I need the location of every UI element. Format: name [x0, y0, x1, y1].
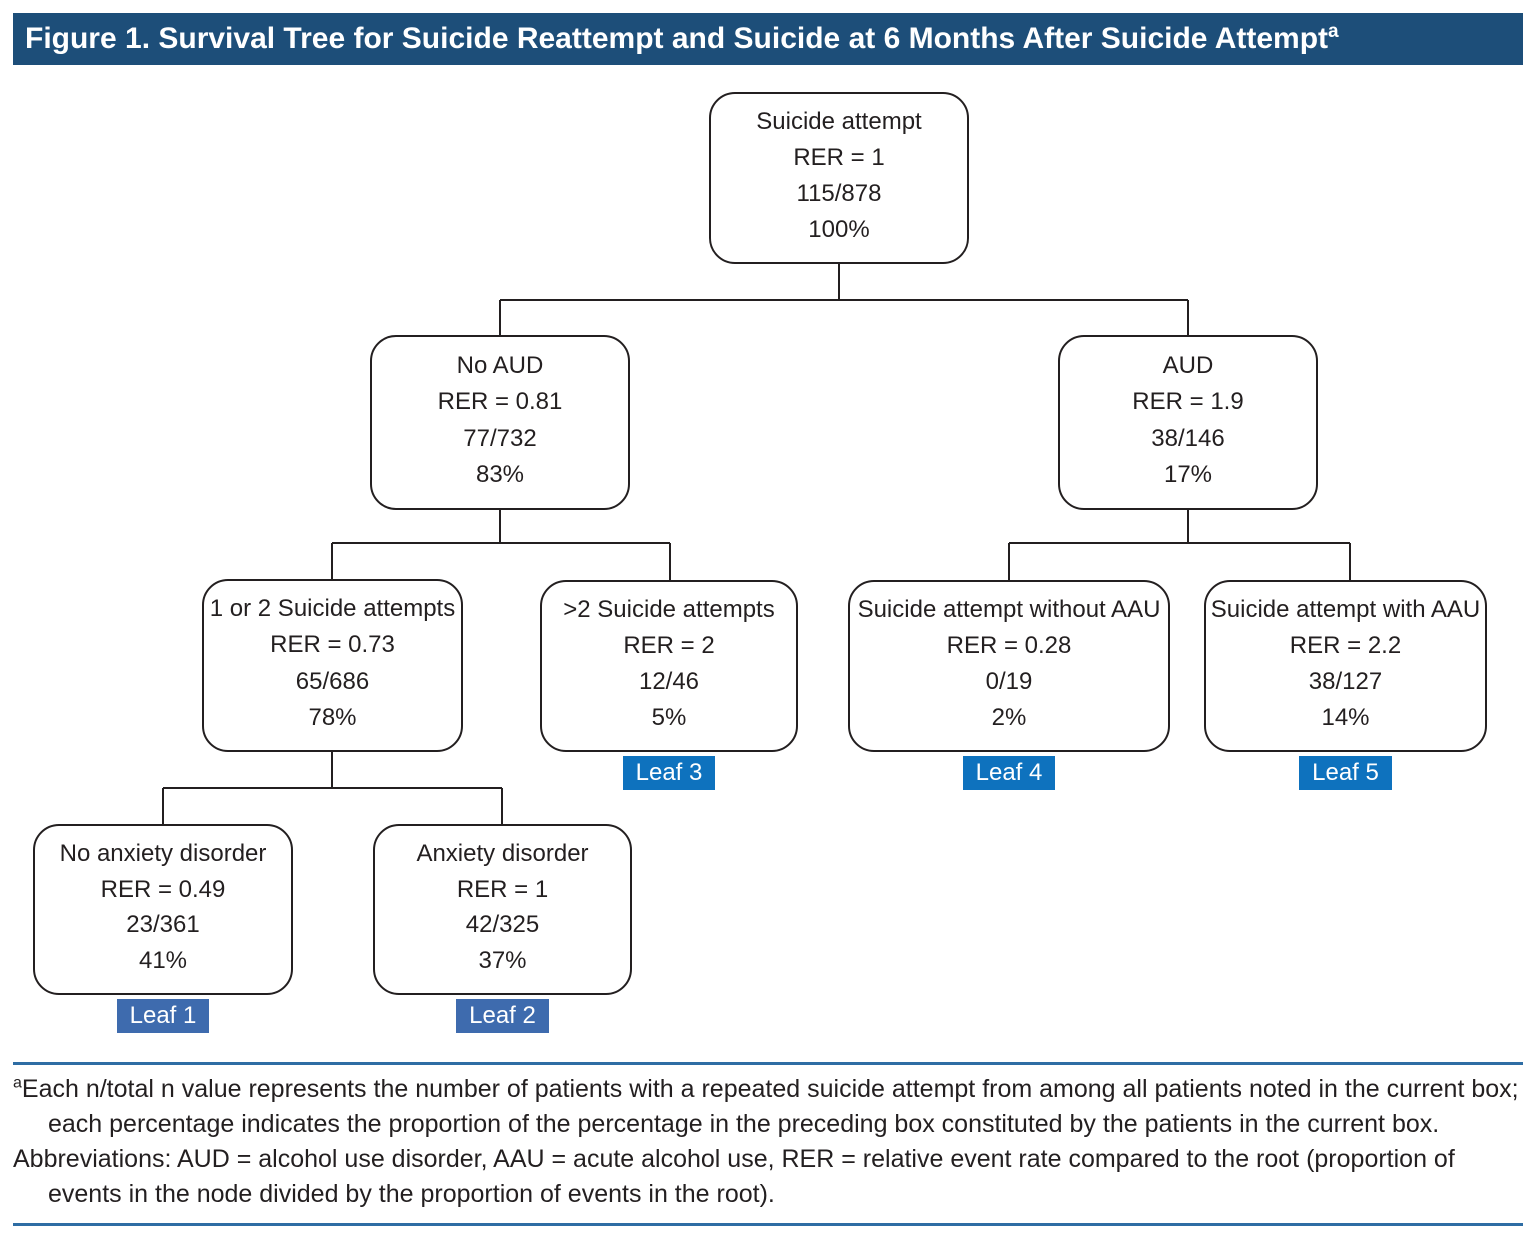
tree-node-no-anxiety: No anxiety disorder RER = 0.49 23/361 41…: [33, 824, 293, 1033]
leaf-badge-1: Leaf 1: [116, 999, 210, 1033]
node-label: >2 Suicide attempts: [563, 596, 775, 623]
node-percent: 41%: [138, 947, 188, 975]
node-fraction: 77/732: [463, 424, 537, 452]
node-rer: RER = 2.2: [1289, 632, 1402, 659]
node-label: Suicide attempt with AAU: [1210, 596, 1481, 623]
node-fraction: 38/146: [1151, 424, 1225, 452]
node-box: Anxiety disorder RER = 1 42/325 37%: [373, 824, 632, 995]
node-rer: RER = 0.49: [100, 875, 226, 903]
tree-node-aud: AUD RER = 1.9 38/146 17%: [1058, 335, 1318, 510]
node-label: Suicide attempt without AAU: [857, 596, 1161, 623]
node-percent: 5%: [651, 704, 687, 731]
node-label: Suicide attempt: [756, 108, 922, 135]
figure-bottom-rule: [13, 1223, 1523, 1226]
footnote-a-text: Each n/total n value represents the numb…: [21, 1075, 1519, 1138]
node-label: No anxiety disorder: [59, 839, 267, 867]
node-box: No anxiety disorder RER = 0.49 23/361 41…: [33, 824, 293, 995]
node-box: No AUD RER = 0.81 77/732 83%: [370, 335, 630, 510]
node-rer: RER = 0.73: [270, 631, 395, 659]
node-fraction: 65/686: [295, 667, 370, 695]
tree-node-suicide-attempt: Suicide attempt RER = 1 115/878 100%: [709, 92, 969, 264]
node-percent: 83%: [475, 461, 525, 489]
node-fraction: 115/878: [796, 180, 882, 207]
node-box: >2 Suicide attempts RER = 2 12/46 5%: [540, 580, 798, 752]
node-fraction: 0/19: [985, 668, 1033, 695]
node-fraction: 38/127: [1308, 668, 1383, 695]
node-percent: 17%: [1163, 461, 1213, 489]
figure-footnotes: aEach n/total n value represents the num…: [13, 1072, 1525, 1212]
tree-node-no-aud: No AUD RER = 0.81 77/732 83%: [370, 335, 630, 510]
node-rer: RER = 1: [793, 144, 885, 171]
leaf-badge-4: Leaf 4: [962, 756, 1056, 790]
node-percent: 14%: [1321, 704, 1370, 731]
node-label: AUD: [1162, 351, 1214, 379]
tree-node-1-or-2-attempts: 1 or 2 Suicide attempts RER = 0.73 65/68…: [202, 579, 463, 752]
node-percent: 78%: [308, 703, 357, 731]
leaf-badge-5: Leaf 5: [1299, 756, 1392, 790]
node-rer: RER = 1.9: [1132, 388, 1244, 416]
node-fraction: 23/361: [126, 911, 200, 939]
node-label: No AUD: [456, 351, 544, 379]
figure-title-superscript: a: [1328, 21, 1339, 42]
node-percent: 37%: [478, 947, 527, 975]
node-percent: 2%: [991, 704, 1027, 731]
tree-node-gt2-attempts: >2 Suicide attempts RER = 2 12/46 5% Lea…: [540, 580, 798, 790]
leaf-badge-2: Leaf 2: [456, 999, 549, 1033]
tree-node-without-aau: Suicide attempt without AAU RER = 0.28 0…: [848, 580, 1170, 790]
footnote-a-marker: a: [13, 1074, 22, 1092]
tree-node-with-aau: Suicide attempt with AAU RER = 2.2 38/12…: [1204, 580, 1487, 790]
leaf-badge-3: Leaf 3: [622, 756, 716, 790]
node-rer: RER = 0.81: [437, 388, 563, 416]
tree-node-anxiety: Anxiety disorder RER = 1 42/325 37% Leaf…: [373, 824, 632, 1033]
node-box: AUD RER = 1.9 38/146 17%: [1058, 335, 1318, 510]
node-fraction: 42/325: [465, 911, 540, 939]
node-label: Anxiety disorder: [416, 839, 589, 867]
node-label: 1 or 2 Suicide attempts: [209, 595, 456, 623]
node-percent: 100%: [808, 216, 870, 243]
node-fraction: 12/46: [638, 668, 700, 695]
figure-title: Figure 1. Survival Tree for Suicide Reat…: [25, 22, 1329, 55]
node-box: Suicide attempt RER = 1 115/878 100%: [709, 92, 969, 264]
footnote-top-rule: [13, 1062, 1523, 1065]
node-rer: RER = 2: [623, 632, 715, 659]
node-box: Suicide attempt with AAU RER = 2.2 38/12…: [1204, 580, 1487, 752]
node-box: 1 or 2 Suicide attempts RER = 0.73 65/68…: [202, 579, 463, 752]
figure-title-bar: Figure 1. Survival Tree for Suicide Reat…: [13, 13, 1523, 65]
node-rer: RER = 1: [456, 875, 549, 903]
node-rer: RER = 0.28: [946, 632, 1072, 659]
footnote-abbreviations: Abbreviations: AUD = alcohol use disorde…: [13, 1145, 1455, 1208]
node-box: Suicide attempt without AAU RER = 0.28 0…: [848, 580, 1170, 752]
footnote-a: aEach n/total n value represents the num…: [13, 1072, 1525, 1142]
